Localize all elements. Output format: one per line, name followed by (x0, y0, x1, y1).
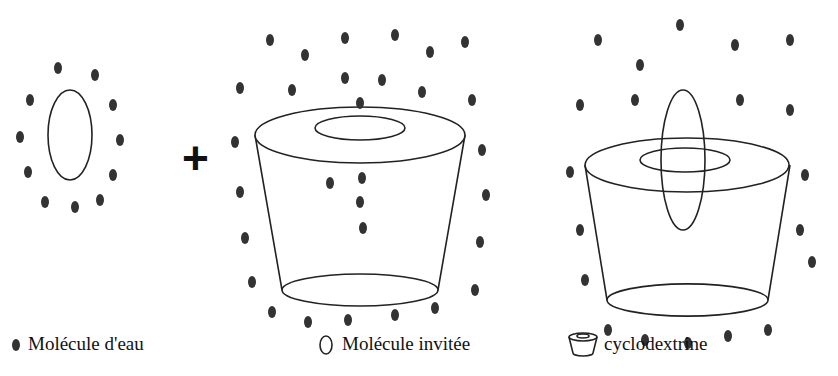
legend-text: cyclodextrine (604, 333, 707, 356)
legend-text: Molécule d'eau (28, 333, 144, 356)
legend-text: Molécule invitée (342, 333, 470, 356)
plus-sign: + (182, 135, 209, 181)
